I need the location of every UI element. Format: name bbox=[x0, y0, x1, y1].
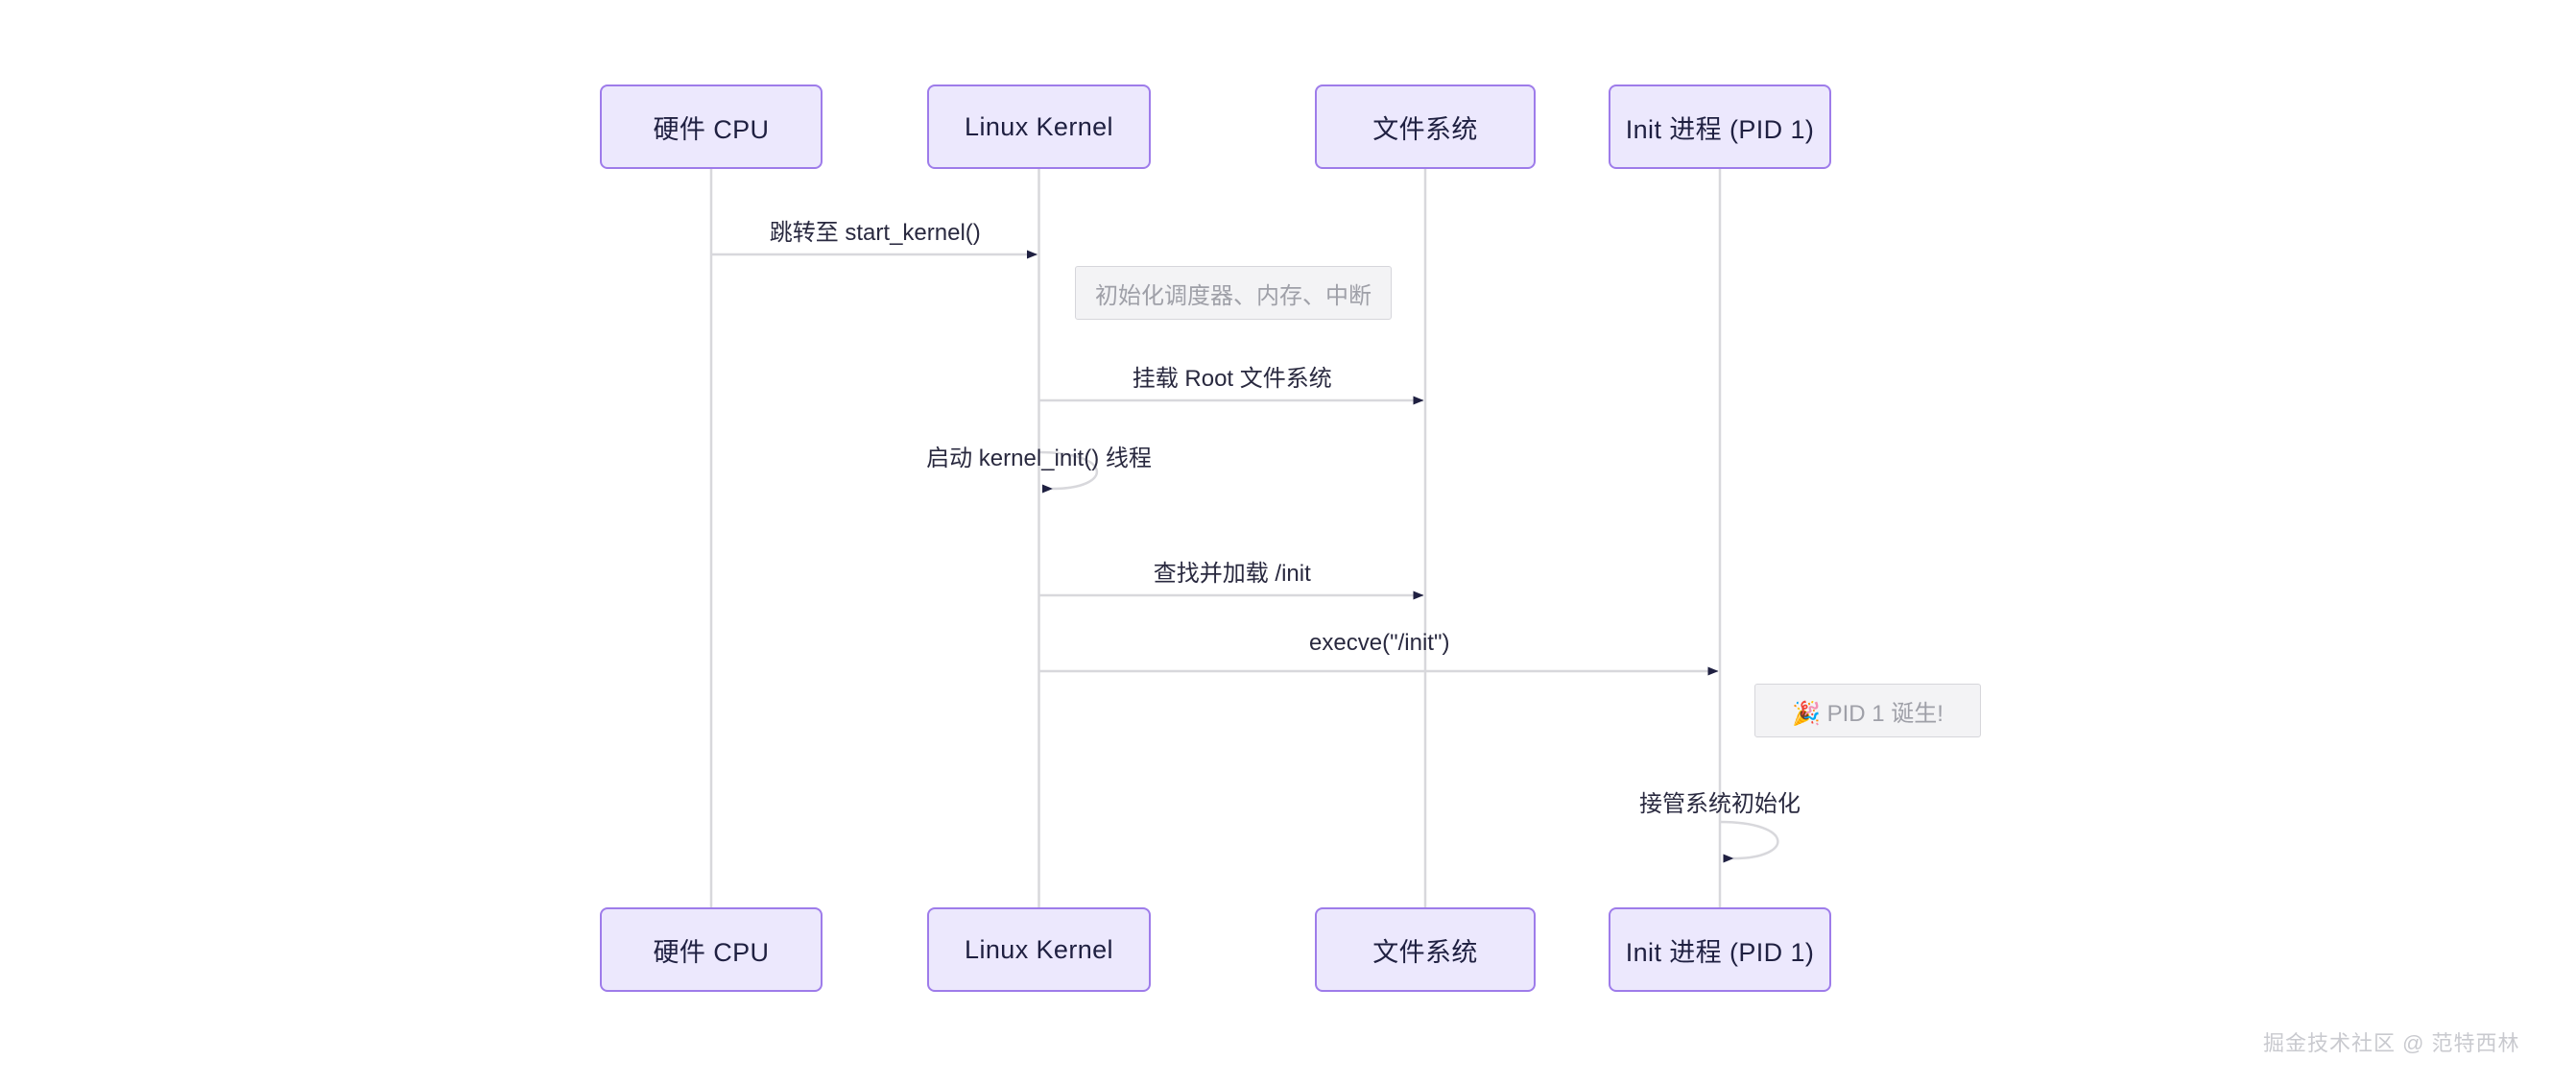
note-n2: 🎉 PID 1 诞生! bbox=[1754, 684, 1981, 737]
message-label-m1: 跳转至 start_kernel() bbox=[769, 220, 981, 246]
participant-kernel-footer[interactable]: Linux Kernel bbox=[927, 907, 1151, 992]
participant-fs-footer[interactable]: 文件系统 bbox=[1315, 907, 1536, 992]
lifelines-group bbox=[709, 169, 1722, 907]
messages-group bbox=[711, 250, 1779, 863]
message-label-m2: 挂载 Root 文件系统 bbox=[1132, 366, 1332, 392]
participant-label: Linux Kernel bbox=[965, 934, 1113, 964]
message-selfloop-m3 bbox=[1038, 450, 1098, 494]
message-selfloop-m6 bbox=[1719, 820, 1779, 863]
participant-label: 硬件 CPU bbox=[653, 114, 770, 144]
participant-label: 文件系统 bbox=[1372, 114, 1478, 144]
participant-label: 硬件 CPU bbox=[653, 937, 770, 967]
message-label-m3: 启动 kernel_init() 线程 bbox=[926, 446, 1152, 471]
message-label-m6: 接管系统初始化 bbox=[1639, 791, 1801, 817]
note-n1: 初始化调度器、内存、中断 bbox=[1075, 266, 1392, 320]
participant-label: Linux Kernel bbox=[965, 111, 1113, 141]
participant-label: Init 进程 (PID 1) bbox=[1625, 937, 1815, 967]
participant-init-header[interactable]: Init 进程 (PID 1) bbox=[1609, 84, 1831, 169]
participant-cpu-header[interactable]: 硬件 CPU bbox=[600, 84, 823, 169]
participant-cpu-footer[interactable]: 硬件 CPU bbox=[600, 907, 823, 992]
message-label-m4: 查找并加载 /init bbox=[1153, 561, 1311, 587]
watermark: 掘金技术社区 @ 范特西林 bbox=[2263, 1031, 2520, 1055]
participant-label: Init 进程 (PID 1) bbox=[1625, 114, 1815, 144]
participant-kernel-header[interactable]: Linux Kernel bbox=[927, 84, 1151, 169]
participant-label: 文件系统 bbox=[1372, 937, 1478, 967]
participant-init-footer[interactable]: Init 进程 (PID 1) bbox=[1609, 907, 1831, 992]
participant-fs-header[interactable]: 文件系统 bbox=[1315, 84, 1536, 169]
note-text: 🎉 PID 1 诞生! bbox=[1792, 700, 1944, 727]
note-text: 初始化调度器、内存、中断 bbox=[1095, 282, 1371, 309]
message-label-m5: execve("/init") bbox=[1309, 630, 1450, 656]
